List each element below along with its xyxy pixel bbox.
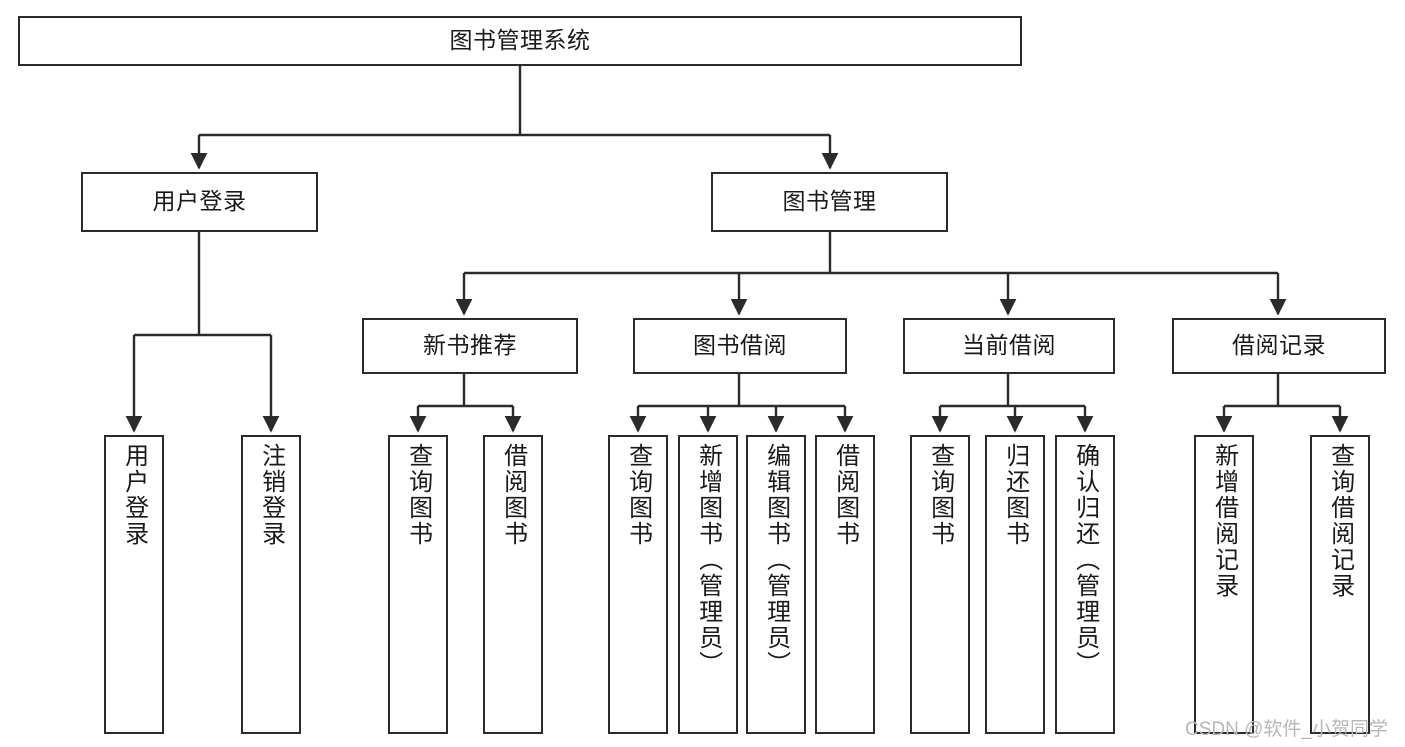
node-borrow-records-label: 借阅记录 [1232, 332, 1326, 359]
leaf-borrow-books-new[interactable]: 借阅图书 [483, 435, 543, 734]
leaf-logout-label: 注销登录 [257, 443, 285, 547]
leaf-return-books[interactable]: 归还图书 [985, 435, 1045, 734]
leaf-query-books-current[interactable]: 查询图书 [910, 435, 970, 734]
node-current-borrow[interactable]: 当前借阅 [903, 318, 1115, 374]
node-current-borrow-label: 当前借阅 [962, 332, 1056, 359]
node-borrow-records[interactable]: 借阅记录 [1172, 318, 1386, 374]
leaf-edit-book-admin[interactable]: 编辑图书（管理员） [746, 435, 806, 734]
leaf-add-book-admin[interactable]: 新增图书（管理员） [678, 435, 738, 734]
node-book-management-label: 图书管理 [782, 188, 877, 215]
leaf-user-login[interactable]: 用户登录 [104, 435, 164, 734]
node-root-label: 图书管理系统 [449, 27, 591, 54]
leaf-return-books-label: 归还图书 [1001, 443, 1029, 547]
node-new-book-recommend[interactable]: 新书推荐 [362, 318, 578, 374]
watermark-text: CSDN @软件_小贺同学 [1185, 719, 1388, 740]
node-root[interactable]: 图书管理系统 [18, 16, 1022, 66]
leaf-logout[interactable]: 注销登录 [241, 435, 301, 734]
leaf-borrow-books-new-label: 借阅图书 [499, 443, 527, 547]
node-book-borrow[interactable]: 图书借阅 [633, 318, 847, 374]
leaf-add-book-admin-label: 新增图书（管理员） [694, 443, 722, 677]
node-book-borrow-label: 图书借阅 [693, 332, 787, 359]
leaf-query-books[interactable]: 查询图书 [608, 435, 668, 734]
leaf-query-borrow-record[interactable]: 查询借阅记录 [1310, 435, 1370, 734]
leaf-query-books-label: 查询图书 [624, 443, 652, 547]
leaf-user-login-label: 用户登录 [120, 443, 148, 547]
leaf-borrow-books-label: 借阅图书 [831, 443, 859, 547]
leaf-borrow-books[interactable]: 借阅图书 [815, 435, 875, 734]
leaf-confirm-return-admin[interactable]: 确认归还（管理员） [1055, 435, 1115, 734]
leaf-confirm-return-admin-label: 确认归还（管理员） [1071, 443, 1099, 677]
leaf-query-books-new[interactable]: 查询图书 [388, 435, 448, 734]
leaf-edit-book-admin-label: 编辑图书（管理员） [762, 443, 790, 677]
leaf-add-borrow-record-label: 新增借阅记录 [1210, 443, 1238, 599]
leaf-query-books-new-label: 查询图书 [404, 443, 432, 547]
node-user-login-label: 用户登录 [152, 188, 247, 215]
node-new-book-recommend-label: 新书推荐 [423, 332, 517, 359]
node-book-management[interactable]: 图书管理 [711, 172, 948, 232]
node-user-login[interactable]: 用户登录 [81, 172, 318, 232]
leaf-query-books-current-label: 查询图书 [926, 443, 954, 547]
leaf-add-borrow-record[interactable]: 新增借阅记录 [1194, 435, 1254, 734]
leaf-query-borrow-record-label: 查询借阅记录 [1326, 443, 1354, 599]
